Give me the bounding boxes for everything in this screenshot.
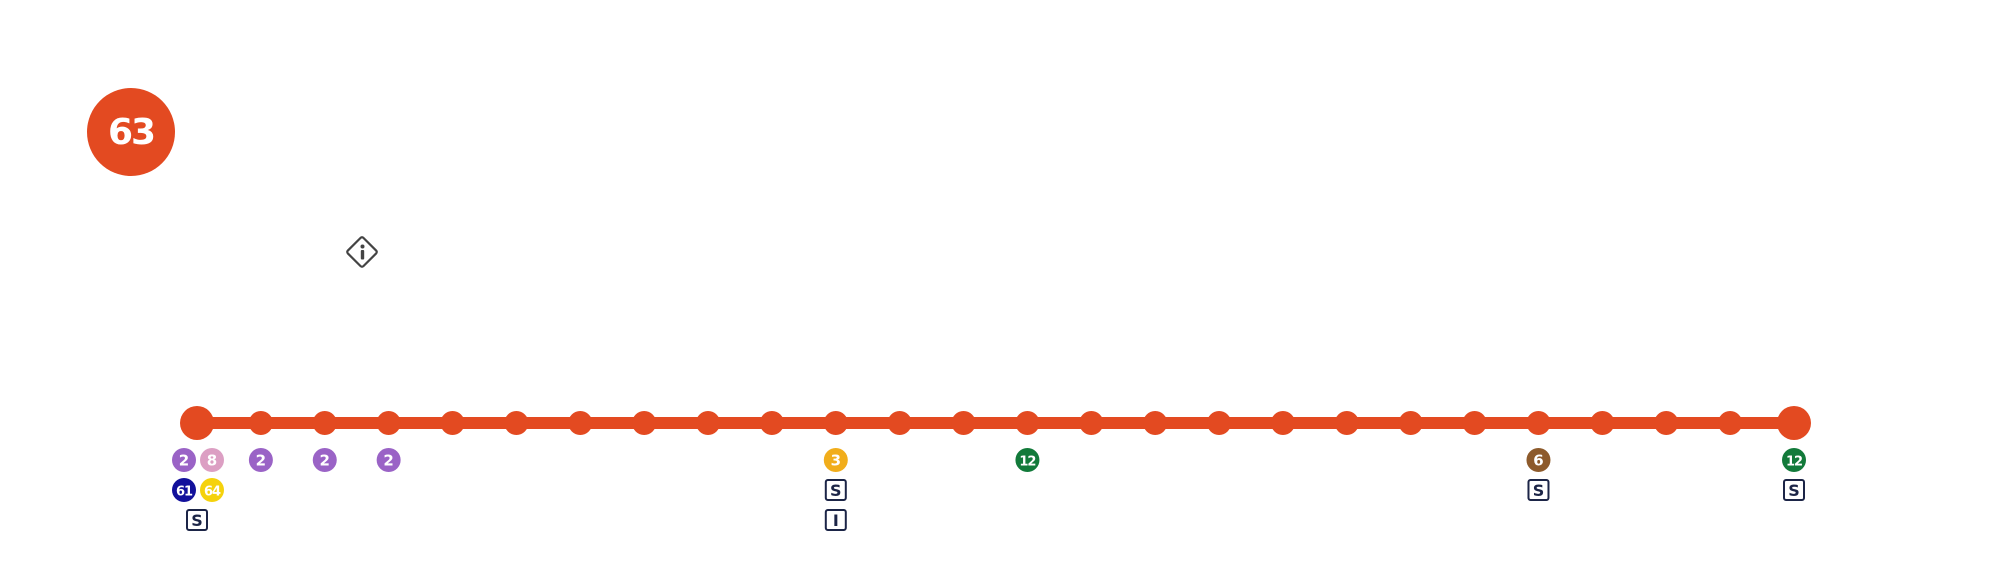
service-badge-box xyxy=(824,509,847,531)
stop-6[interactable] xyxy=(504,411,529,435)
connection-badge-label: 12 xyxy=(1019,455,1035,470)
stop-11[interactable] xyxy=(823,411,848,435)
connection-badge-circle xyxy=(1782,448,1806,472)
connection-service-s: S xyxy=(1527,479,1550,501)
stop-16[interactable] xyxy=(1143,411,1168,435)
connection-badge-label: 2 xyxy=(383,452,393,470)
connection-service-s: S xyxy=(186,509,208,531)
stop-25[interactable] xyxy=(1718,411,1743,435)
info-icon[interactable] xyxy=(344,234,380,270)
connection-badge-label: 61 xyxy=(176,485,193,500)
stop-19[interactable] xyxy=(1334,411,1359,435)
stop-20[interactable] xyxy=(1398,411,1423,435)
connection-badge-label: 3 xyxy=(831,452,841,470)
connection-badge-label: 2 xyxy=(256,452,266,470)
stop-24[interactable] xyxy=(1654,411,1679,435)
stop-21[interactable] xyxy=(1462,411,1487,435)
connection-badge-circle xyxy=(1526,448,1551,472)
connection-service-i: I xyxy=(824,509,847,531)
connection-line-6: 6 xyxy=(1526,448,1551,472)
service-badge-box xyxy=(824,479,847,501)
connection-badge-label: 6 xyxy=(1533,452,1543,470)
connection-line-8: 8 xyxy=(200,448,224,472)
stop-1[interactable] xyxy=(180,406,214,440)
stop-9[interactable] xyxy=(696,411,721,435)
connection-line-61: 61 xyxy=(172,478,196,502)
connection-badge-circle xyxy=(823,448,848,472)
stop-5[interactable] xyxy=(440,411,465,435)
connection-line-2: 2 xyxy=(172,448,196,472)
connection-line-2: 2 xyxy=(248,448,273,472)
service-badge-label: S xyxy=(1533,481,1545,500)
stop-12[interactable] xyxy=(887,411,912,435)
connection-badge-circle xyxy=(248,448,273,472)
service-badge-label: I xyxy=(833,511,839,530)
service-badge-label: S xyxy=(191,511,203,530)
connection-badge-circle xyxy=(376,448,401,472)
connection-badge-circle xyxy=(200,478,224,502)
connection-badge-label: 8 xyxy=(207,452,217,470)
connection-service-s: S xyxy=(824,479,847,501)
line-number-badge: 63 xyxy=(87,88,175,176)
connection-service-s: S xyxy=(1783,479,1805,501)
service-badge-label: S xyxy=(830,481,842,500)
stop-3[interactable] xyxy=(312,411,337,435)
line-number: 63 xyxy=(107,111,156,153)
connection-badge-label: 2 xyxy=(179,452,189,470)
connection-line-64: 64 xyxy=(200,478,224,502)
stop-17[interactable] xyxy=(1207,411,1232,435)
service-badge-box xyxy=(186,509,208,531)
connection-badge-circle xyxy=(312,448,337,472)
stop-22[interactable] xyxy=(1526,411,1551,435)
connection-badge-label: 2 xyxy=(320,452,330,470)
stop-7[interactable] xyxy=(568,411,593,435)
connection-badge-circle xyxy=(200,448,224,472)
connection-line-2: 2 xyxy=(376,448,401,472)
connection-badge-circle xyxy=(1015,448,1040,472)
stop-13[interactable] xyxy=(951,411,976,435)
stop-8[interactable] xyxy=(632,411,657,435)
connection-badge-label: 64 xyxy=(204,485,221,500)
stop-23[interactable] xyxy=(1590,411,1615,435)
connection-line-12: 12 xyxy=(1782,448,1806,472)
service-badge-box xyxy=(1783,479,1805,501)
stop-2[interactable] xyxy=(248,411,273,435)
connection-line-2: 2 xyxy=(312,448,337,472)
stop-26[interactable] xyxy=(1777,406,1811,440)
stop-10[interactable] xyxy=(759,411,784,435)
connection-line-3: 3 xyxy=(823,448,848,472)
connection-badge-circle xyxy=(172,448,196,472)
stop-15[interactable] xyxy=(1079,411,1104,435)
connection-line-12: 12 xyxy=(1015,448,1040,472)
connection-badge-label: 12 xyxy=(1786,455,1802,470)
stop-18[interactable] xyxy=(1270,411,1295,435)
service-badge-box xyxy=(1527,479,1550,501)
stop-4[interactable] xyxy=(376,411,401,435)
stop-14[interactable] xyxy=(1015,411,1040,435)
connection-badge-circle xyxy=(172,478,196,502)
service-badge-label: S xyxy=(1788,481,1800,500)
info-icon-graphic xyxy=(346,236,378,268)
